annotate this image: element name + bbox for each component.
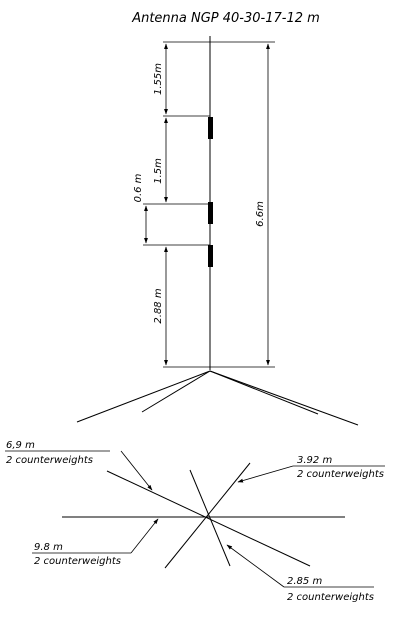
trap-top [208, 117, 213, 139]
counterweight-d-count: 2 counterweights [287, 592, 374, 603]
counterweight-a-count: 2 counterweights [6, 455, 93, 466]
leader-d [226, 544, 285, 588]
dim-label-bottom: 2.88 m [153, 288, 164, 323]
side-view-radials [76, 370, 359, 426]
trap-middle [208, 202, 213, 224]
dimension-lines [144, 43, 270, 366]
dim-label-trap-gap: 0.6 m [133, 173, 144, 202]
extension-lines [143, 41, 275, 368]
leader-c [130, 518, 159, 554]
counterweight-b-length: 3.92 m [297, 455, 332, 466]
counterweight-a-length: 6,9 m [6, 440, 35, 451]
dim-label-top: 1.55m [153, 63, 164, 95]
counterweight-c-length: 9.8 m [34, 542, 63, 553]
leader-b [237, 465, 294, 483]
diagram-title: Antenna NGP 40-30-17-12 m [131, 11, 320, 26]
counterweight-b-count: 2 counterweights [297, 469, 384, 480]
counterweight-d-length: 2.85 m [287, 576, 322, 587]
dim-label-total: 6.6m [255, 201, 266, 227]
trap-bottom [208, 245, 213, 267]
leader-a [120, 450, 153, 491]
dim-label-middle: 1.5m [153, 158, 164, 184]
counterweight-c-count: 2 counterweights [34, 556, 121, 567]
top-view-radials [62, 462, 345, 569]
